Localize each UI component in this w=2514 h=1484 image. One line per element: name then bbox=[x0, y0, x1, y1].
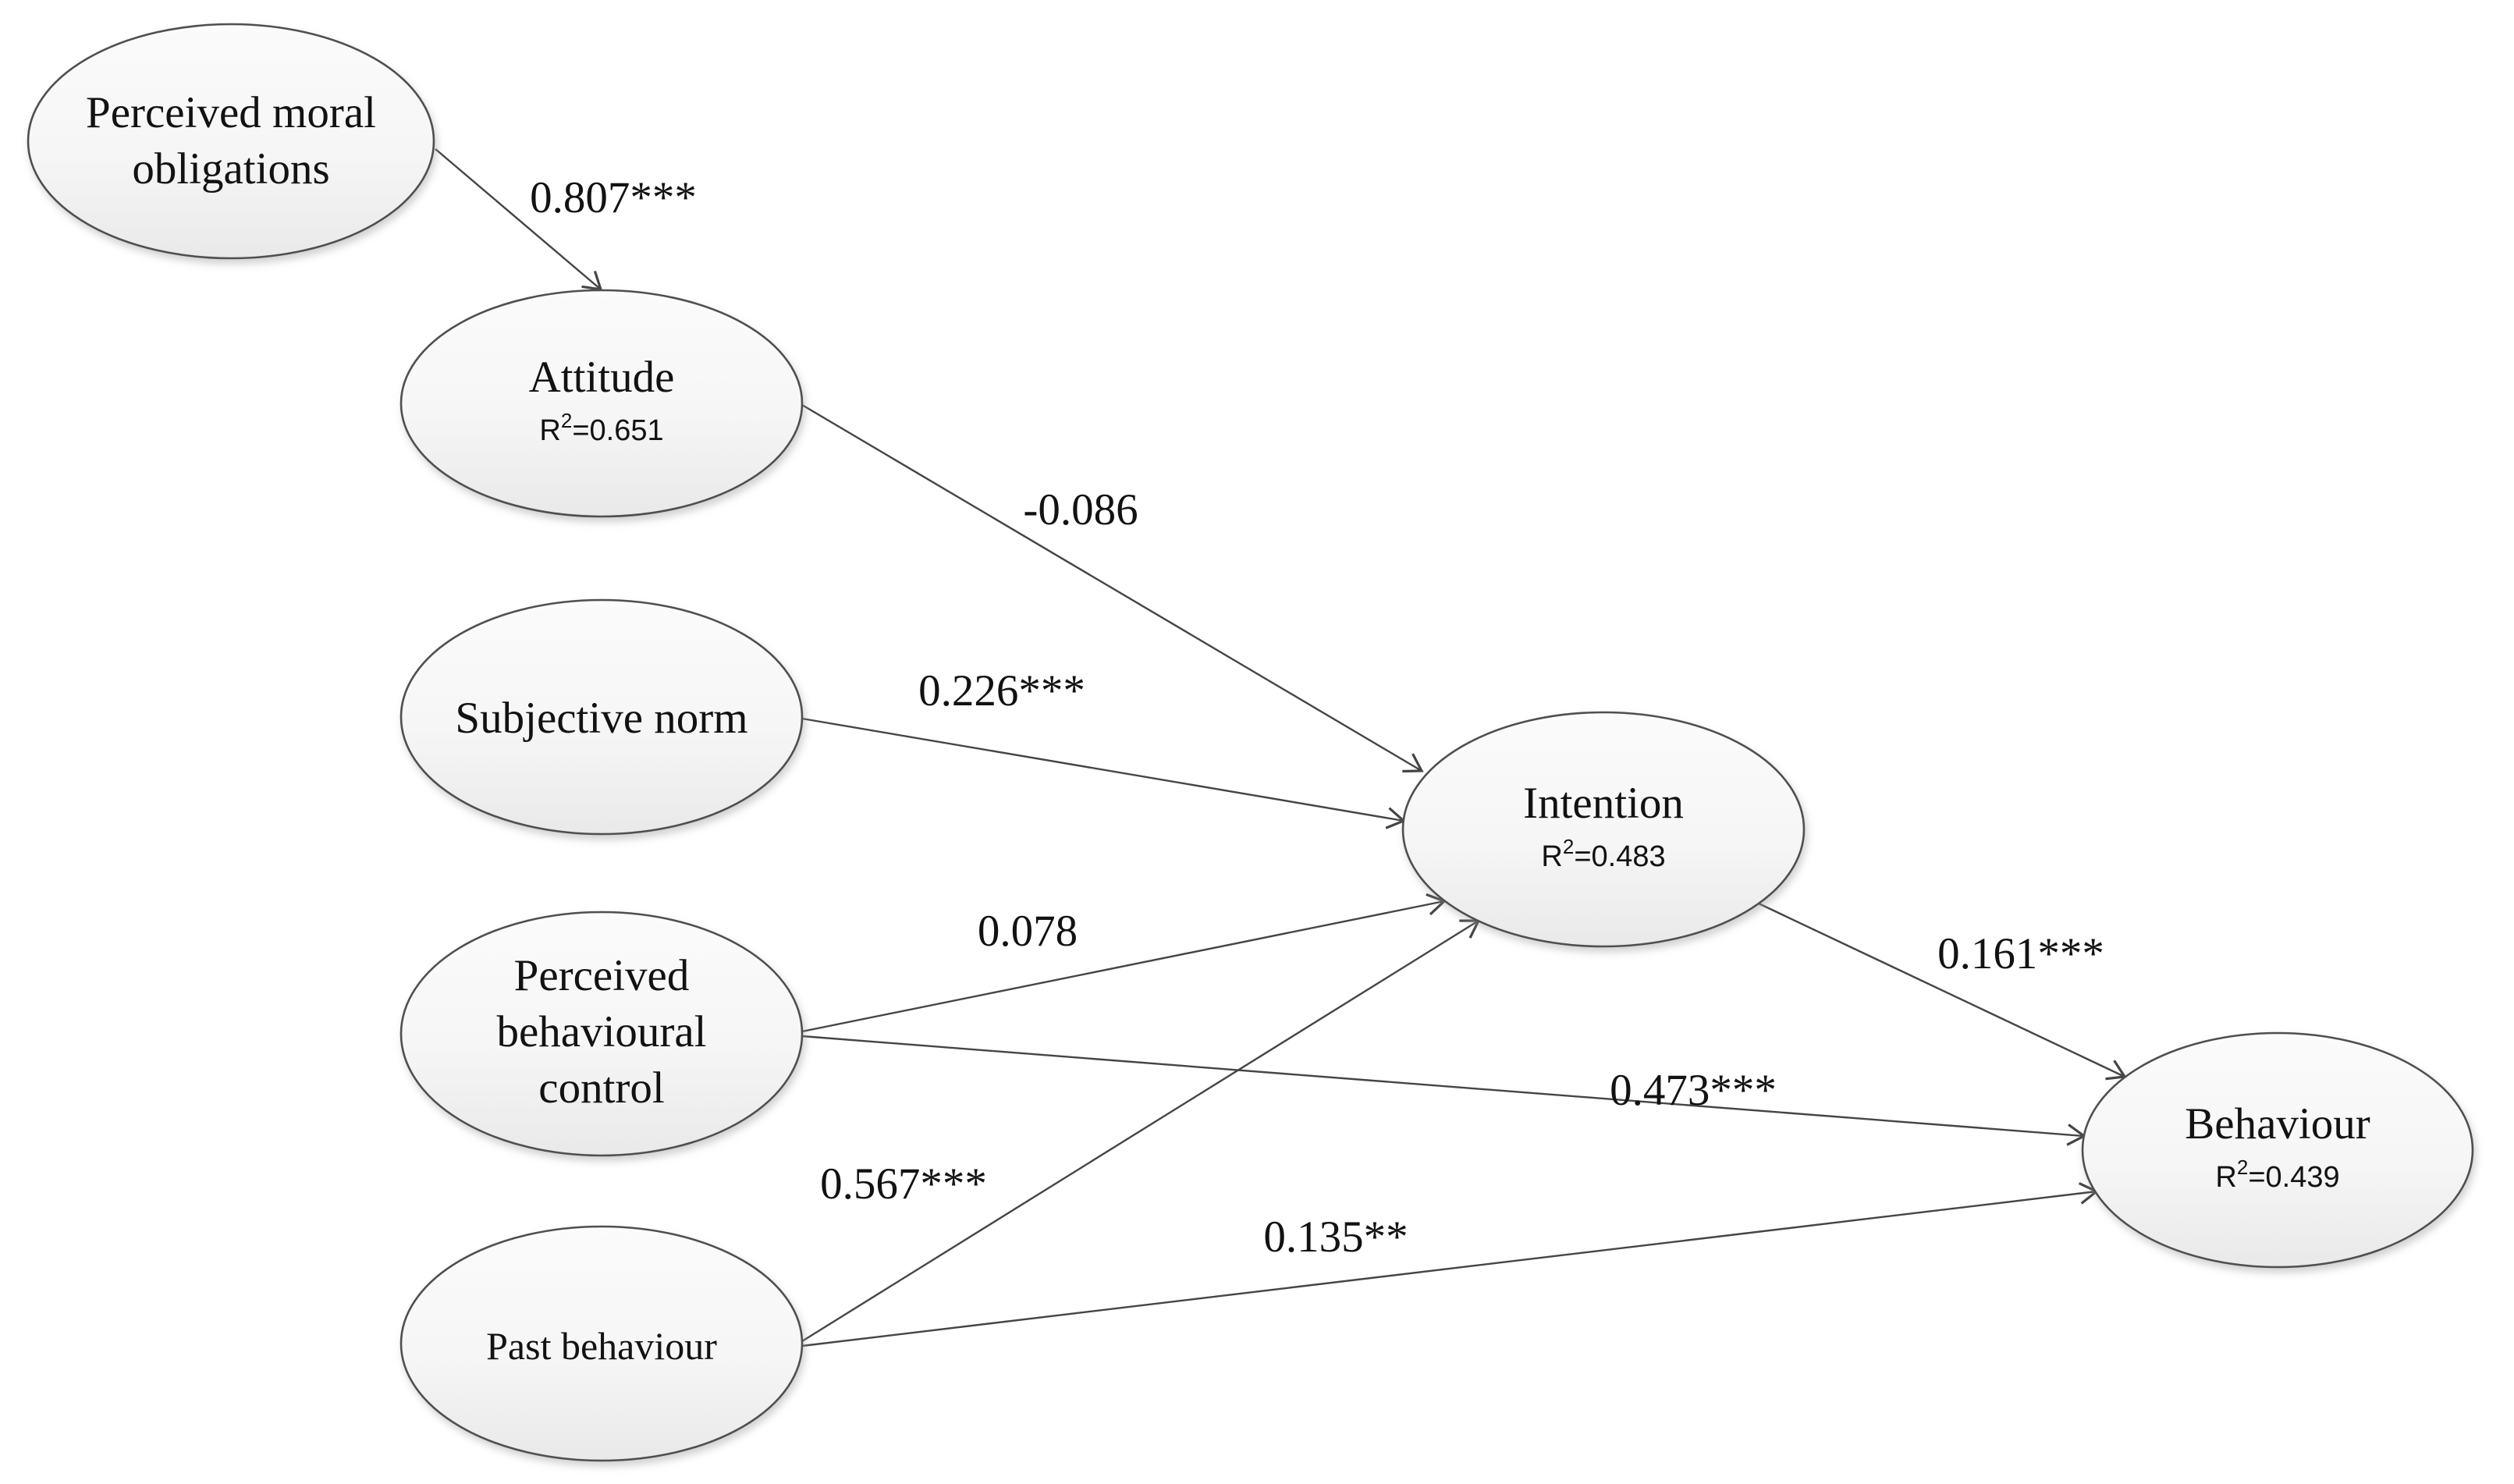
nodes-layer: Perceived moralobligationsAttitudeR2=0.6… bbox=[27, 23, 2474, 1462]
edge-arrow-pbc-to-intention bbox=[801, 893, 1447, 1033]
edge-arrow-pb-to-behaviour bbox=[801, 1182, 2100, 1347]
node-label-intention-line-0: Intention bbox=[1523, 779, 1684, 828]
node-ellipse-attitude bbox=[399, 289, 804, 518]
node-label-perceived-behavioural-control-line-1: behavioural bbox=[496, 1007, 706, 1056]
node-label-perceived-moral-obligations-line-0: Perceived moral bbox=[86, 88, 376, 137]
edge-label-pb-to-behaviour: 0.135** bbox=[1263, 1212, 1408, 1262]
r2-superscript-behaviour: 2 bbox=[2237, 1156, 2248, 1179]
edge-label-intention-to-behaviour: 0.161*** bbox=[1937, 929, 2104, 978]
node-r2-behaviour: R2=0.439 bbox=[2215, 1156, 2339, 1194]
r2-superscript-intention: 2 bbox=[1563, 835, 1574, 858]
node-label-behaviour-line-0: Behaviour bbox=[2185, 1099, 2370, 1149]
edge-label-pmo-to-attitude: 0.807*** bbox=[530, 173, 697, 222]
node-ellipse-intention bbox=[1401, 711, 1806, 948]
r2-superscript-attitude: 2 bbox=[561, 409, 572, 432]
edge-arrow-pb-to-intention bbox=[801, 919, 1481, 1343]
edge-arrow-pbc-to-behaviour bbox=[801, 1035, 2087, 1146]
node-ellipse-perceived-behavioural-control bbox=[399, 911, 804, 1157]
r2-base-attitude: R bbox=[539, 414, 560, 447]
edge-label-pbc-to-behaviour: 0.473*** bbox=[1610, 1066, 1777, 1115]
node-label-past-behaviour-line-0: Past behaviour bbox=[486, 1324, 717, 1368]
node-label-attitude-line-0: Attitude bbox=[529, 353, 675, 402]
edge-arrow-pmo-to-attitude bbox=[435, 148, 603, 291]
edge-label-sn-to-intention: 0.226*** bbox=[918, 666, 1085, 715]
node-ellipse-subjective-norm bbox=[399, 598, 804, 836]
node-ellipse-behaviour bbox=[2081, 1031, 2474, 1269]
r2-base-behaviour: R bbox=[2215, 1161, 2236, 1194]
node-ellipse-perceived-moral-obligations bbox=[27, 23, 435, 260]
edge-label-pb-to-intention: 0.567*** bbox=[820, 1159, 987, 1209]
node-r2-attitude: R2=0.651 bbox=[539, 409, 663, 447]
r2-base-intention: R bbox=[1541, 840, 1562, 873]
node-label-subjective-norm-line-0: Subjective norm bbox=[455, 694, 747, 743]
edge-arrow-attitude-to-intention bbox=[801, 403, 1424, 773]
node-label-perceived-behavioural-control-line-0: Perceived bbox=[514, 951, 690, 1000]
edge-label-pbc-to-intention: 0.078 bbox=[978, 907, 1078, 956]
r2-value-behaviour: =0.439 bbox=[2248, 1161, 2339, 1194]
r2-value-intention: =0.483 bbox=[1574, 840, 1665, 873]
node-label-perceived-moral-obligations-line-1: obligations bbox=[132, 144, 329, 193]
node-label-perceived-behavioural-control-line-2: control bbox=[538, 1063, 664, 1113]
node-r2-intention: R2=0.483 bbox=[1541, 835, 1665, 873]
r2-value-attitude: =0.651 bbox=[572, 414, 663, 447]
node-ellipse-past-behaviour bbox=[399, 1225, 804, 1462]
edge-arrow-sn-to-intention bbox=[801, 717, 1406, 829]
edge-arrow-intention-to-behaviour bbox=[1758, 902, 2127, 1081]
edges-layer: 0.807*** -0.086 0.226*** 0.078 0.473*** 0.567… bbox=[435, 148, 2127, 1347]
edge-label-attitude-to-intention: -0.086 bbox=[1023, 485, 1138, 534]
